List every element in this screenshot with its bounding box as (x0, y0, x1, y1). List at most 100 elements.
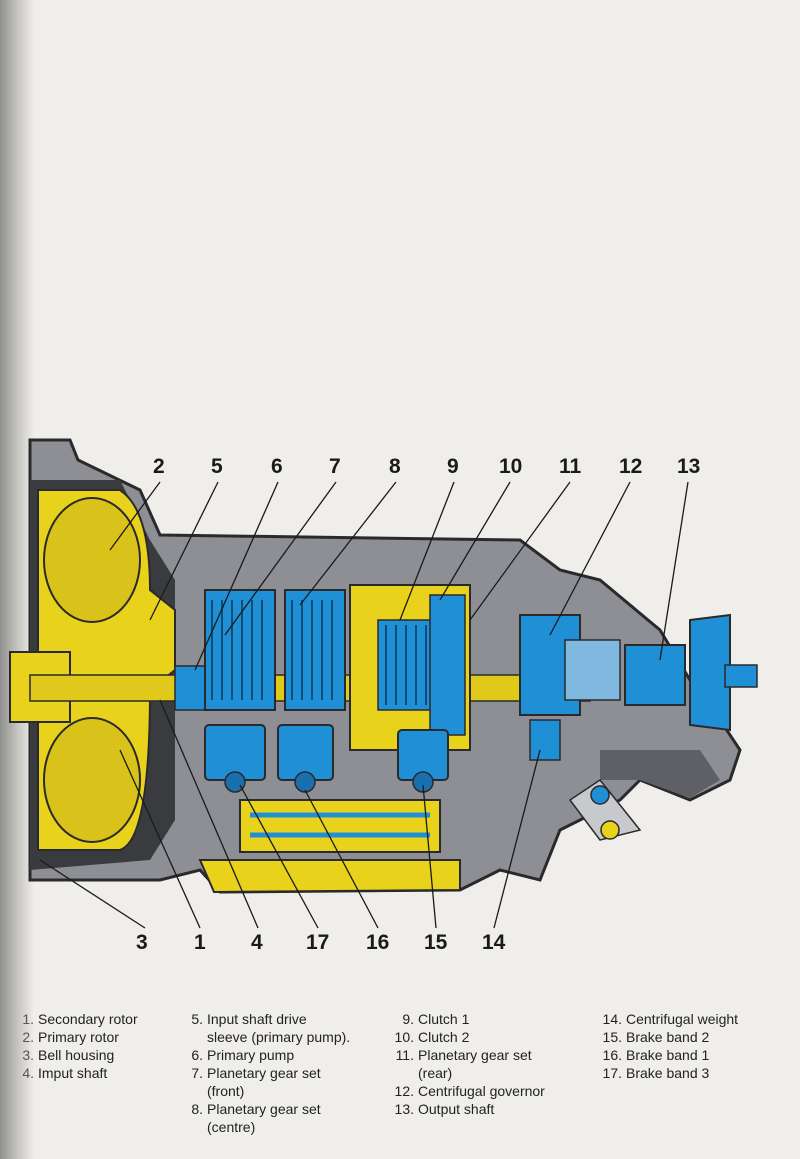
governor-weights (564, 639, 621, 701)
callout-5: 5 (211, 455, 223, 478)
legend-item: 7.Planetary gear set (191, 1064, 350, 1082)
valve-body (239, 799, 441, 853)
legend-item: 11.Planetary gear set (396, 1046, 545, 1064)
primary-pump (204, 589, 276, 711)
legend-item: 9.Clutch 1 (402, 1010, 545, 1028)
legend-column-1: 1.Secondary rotor 2.Primary rotor 3.Bell… (22, 1010, 138, 1082)
legend-text: Secondary rotor (38, 1011, 138, 1027)
legend-text: Brake band 3 (626, 1065, 710, 1081)
legend-column-2: 5.Input shaft drive sleeve (primary pump… (191, 1010, 350, 1136)
clutch-pack (377, 619, 439, 711)
legend-item: 8.Planetary gear set (191, 1100, 350, 1118)
legend-number: 12. (394, 1083, 414, 1099)
legend-item: (front) (207, 1082, 350, 1100)
legend-text: (front) (207, 1083, 245, 1099)
planetary-gear-set-centre (284, 589, 346, 711)
legend-number: 5. (191, 1011, 203, 1027)
legend-text: Output shaft (418, 1101, 495, 1117)
governor-linkage (568, 778, 642, 841)
callout-1: 1 (194, 931, 206, 954)
legend-number: 9. (402, 1011, 414, 1027)
callout-15: 15 (424, 931, 448, 954)
centre-gear-teeth (291, 600, 333, 700)
callout-4: 4 (251, 931, 263, 954)
callout-6: 6 (271, 455, 283, 478)
callout-2: 2 (153, 455, 165, 478)
legend-text: Planetary gear set (207, 1065, 321, 1081)
legend-item: 2.Primary rotor (22, 1028, 138, 1046)
legend-text: Planetary gear set (207, 1101, 321, 1117)
leader-lines (39, 481, 689, 929)
legend-item: (rear) (418, 1064, 545, 1082)
parts-legend: 1.Secondary rotor 2.Primary rotor 3.Bell… (0, 1010, 800, 1150)
legend-number: 7. (191, 1065, 203, 1081)
legend-item: 16.Brake band 1 (603, 1046, 738, 1064)
legend-item: 14.Centrifugal weight (603, 1010, 739, 1028)
legend-item: (centre) (207, 1118, 350, 1136)
primary-rotor-top (43, 497, 141, 623)
legend-number: 11. (395, 1047, 414, 1063)
legend-text: Imput shaft (38, 1065, 108, 1081)
legend-number: 16. (602, 1047, 622, 1063)
legend-text: Planetary gear set (418, 1047, 532, 1063)
output-flange (689, 613, 731, 732)
legend-text: sleeve (primary pump). (207, 1029, 351, 1045)
centrifugal-weight (529, 719, 561, 761)
legend-column-4: 14.Centrifugal weight 15.Brake band 2 16… (603, 1010, 739, 1082)
callout-11: 11 (559, 455, 582, 478)
legend-item: 17.Brake band 3 (603, 1064, 738, 1082)
front-gear-teeth (211, 600, 263, 700)
legend-number: 10. (394, 1029, 414, 1045)
legend-number: 17. (602, 1065, 622, 1081)
secondary-rotor-bottom (43, 717, 141, 843)
legend-item: 13.Output shaft (395, 1100, 545, 1118)
legend-text: Brake band 2 (626, 1029, 710, 1045)
oil-pan (198, 859, 461, 894)
legend-text: Clutch 2 (418, 1029, 470, 1045)
page-spine-shadow (0, 0, 34, 1159)
legend-text: Clutch 1 (418, 1011, 470, 1027)
callout-17: 17 (306, 931, 330, 954)
callout-10: 10 (499, 455, 523, 478)
legend-item: 12.Centrifugal governor (395, 1082, 545, 1100)
callout-7: 7 (329, 455, 341, 478)
transmission-cutaway-diagram: 2 5 6 7 8 9 10 11 12 13 3 1 4 17 16 15 1… (0, 420, 800, 960)
legend-number: 3. (22, 1047, 34, 1063)
legend-text: (rear) (418, 1065, 453, 1081)
legend-number: 6. (191, 1047, 203, 1063)
legend-number: 2. (22, 1029, 34, 1045)
brake-band-3-knob (224, 771, 246, 793)
legend-item: 5.Input shaft drive (191, 1010, 350, 1028)
valve-body-channels (250, 812, 430, 838)
legend-number: 15. (602, 1029, 622, 1045)
legend-number: 14. (602, 1011, 622, 1027)
legend-number: 1. (22, 1011, 34, 1027)
callout-3: 3 (136, 931, 148, 954)
legend-item: sleeve (primary pump). (207, 1028, 350, 1046)
output-shaft (724, 664, 758, 688)
transmission-illustration (9, 438, 758, 929)
rear-planetary (429, 594, 466, 736)
clutch-plates (385, 625, 427, 705)
legend-text: Primary rotor (38, 1029, 119, 1045)
callout-12: 12 (619, 455, 643, 478)
callout-16: 16 (366, 931, 390, 954)
legend-item: 3.Bell housing (22, 1046, 138, 1064)
legend-item: 10.Clutch 2 (395, 1028, 545, 1046)
legend-number: 13. (394, 1101, 414, 1117)
legend-text: (centre) (207, 1119, 256, 1135)
legend-column-3: 9.Clutch 1 10.Clutch 2 11.Planetary gear… (395, 1010, 545, 1118)
brake-band-1-knob (294, 771, 316, 793)
legend-item: 6.Primary pump (191, 1046, 350, 1064)
legend-item: 15.Brake band 2 (603, 1028, 738, 1046)
legend-text: Centrifugal weight (626, 1011, 739, 1027)
legend-number: 8. (191, 1101, 203, 1117)
callout-9: 9 (447, 455, 459, 478)
linkage-pivot-yellow (600, 820, 620, 840)
callout-13: 13 (677, 455, 701, 478)
legend-text: Input shaft drive (207, 1011, 307, 1027)
legend-text: Bell housing (38, 1047, 115, 1063)
output-shaft-collar (624, 644, 686, 706)
linkage-pivot-blue (590, 785, 610, 805)
